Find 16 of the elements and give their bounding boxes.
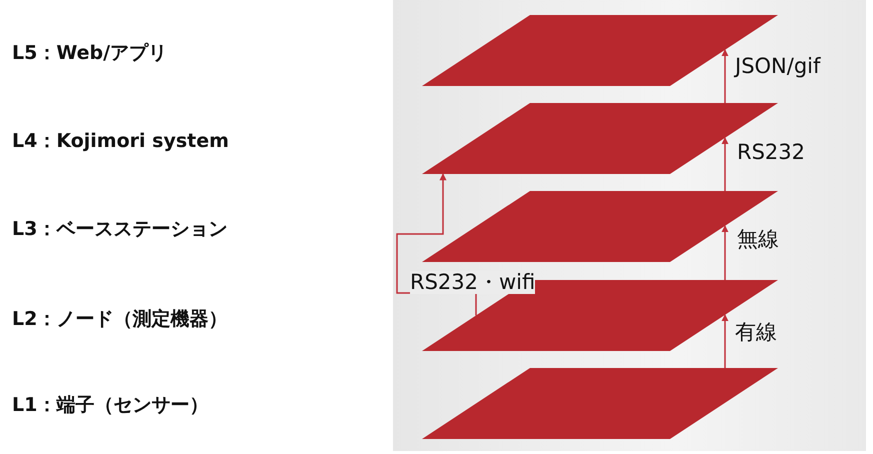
arrow	[722, 49, 728, 103]
edge-label: 無線	[737, 228, 779, 252]
arrow	[722, 314, 728, 368]
layer-name: L4：Kojimori system	[12, 129, 229, 154]
layer-plane	[422, 191, 778, 262]
edge-label: JSON/gif	[735, 55, 820, 78]
layer-name: L2：ノード（測定機器）	[12, 307, 228, 332]
edge-label: 有線	[735, 321, 777, 344]
edge-label: RS232・wifi	[410, 271, 536, 294]
layer-name: L3：ベースステーション	[12, 217, 228, 242]
edge-label: RS232	[737, 141, 806, 164]
layer-plane	[422, 368, 778, 439]
arrow	[722, 225, 728, 280]
layer-name: L5：Web/アプリ	[12, 41, 168, 66]
layer-name: L1：端子（センサー）	[12, 393, 208, 418]
arrow	[722, 137, 728, 191]
